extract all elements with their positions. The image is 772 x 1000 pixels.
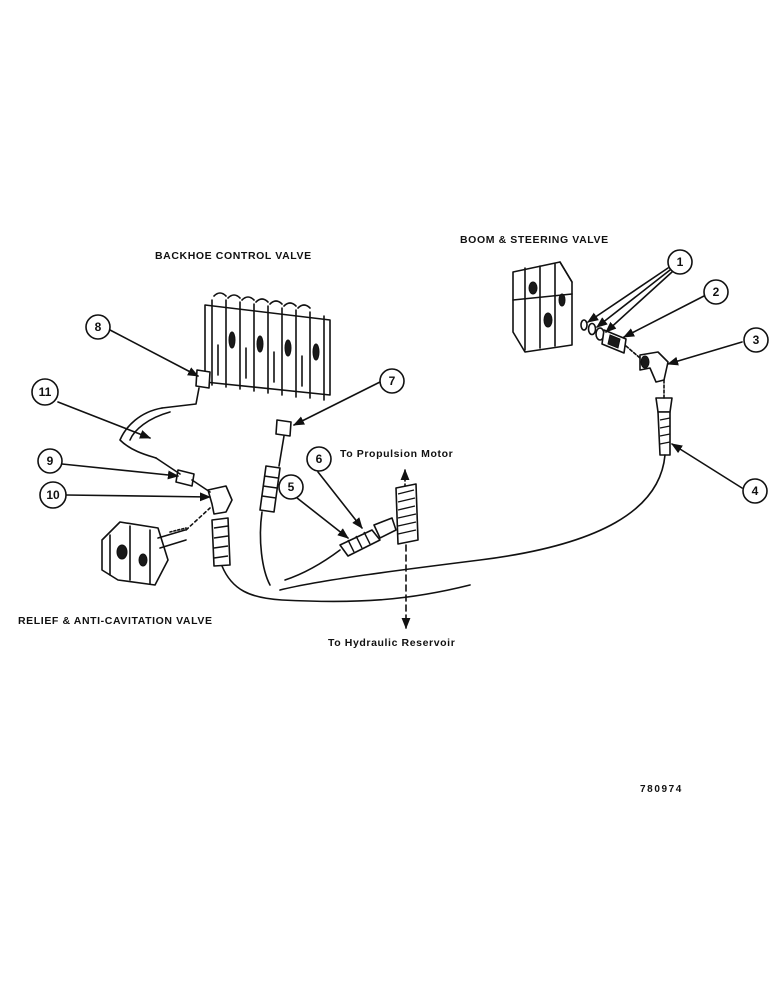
svg-text:8: 8	[95, 320, 102, 334]
callout-3: 3	[743, 327, 769, 353]
backhoe-control-valve	[204, 292, 331, 401]
callout-5: 5	[278, 474, 304, 500]
adapter-fitting-8	[195, 369, 211, 389]
callout-10: 10	[39, 481, 67, 509]
svg-text:6: 6	[316, 452, 323, 466]
callout-11: 11	[31, 378, 59, 406]
hose-fitting-5	[339, 529, 381, 557]
hose-fitting-7	[259, 419, 292, 513]
callout-2: 2	[703, 279, 729, 305]
svg-text:11: 11	[39, 385, 52, 399]
callout-9: 9	[37, 448, 63, 474]
boom-steering-valve-label: BOOM & STEERING VALVE	[460, 234, 609, 246]
callout-leaders	[57, 267, 743, 539]
boom-steering-valve	[512, 261, 573, 353]
elbow-fitting-10	[207, 485, 233, 567]
to-hydraulic-reservoir-label: To Hydraulic Reservoir	[328, 637, 455, 649]
relief-anti-cavitation-valve	[101, 521, 187, 586]
relief-valve-label: RELIEF & ANTI-CAVITATION VALVE	[18, 615, 213, 627]
backhoe-control-valve-label: BACKHOE CONTROL VALVE	[155, 250, 312, 262]
propulsion-motor-port	[395, 483, 419, 545]
svg-text:10: 10	[46, 488, 60, 502]
to-propulsion-motor-label: To Propulsion Motor	[340, 448, 453, 460]
svg-text:4: 4	[752, 484, 759, 498]
svg-text:3: 3	[753, 333, 760, 347]
svg-text:2: 2	[713, 285, 720, 299]
svg-text:1: 1	[677, 255, 684, 269]
adapter-fitting-6	[373, 517, 397, 539]
svg-text:9: 9	[47, 454, 54, 468]
adapter-fitting	[601, 329, 627, 354]
callout-4: 4	[742, 478, 768, 504]
hose-fitting-4	[655, 397, 673, 456]
elbow-fitting-3	[639, 351, 669, 383]
tube-lines	[119, 345, 666, 630]
callout-8: 8	[85, 314, 111, 340]
figure-number: 780974	[640, 784, 683, 795]
o-ring-seals	[580, 319, 605, 341]
callout-6: 6	[306, 446, 332, 472]
callout-1: 1	[667, 249, 693, 275]
svg-text:5: 5	[288, 480, 295, 494]
callout-7: 7	[379, 368, 405, 394]
svg-text:7: 7	[389, 374, 396, 388]
